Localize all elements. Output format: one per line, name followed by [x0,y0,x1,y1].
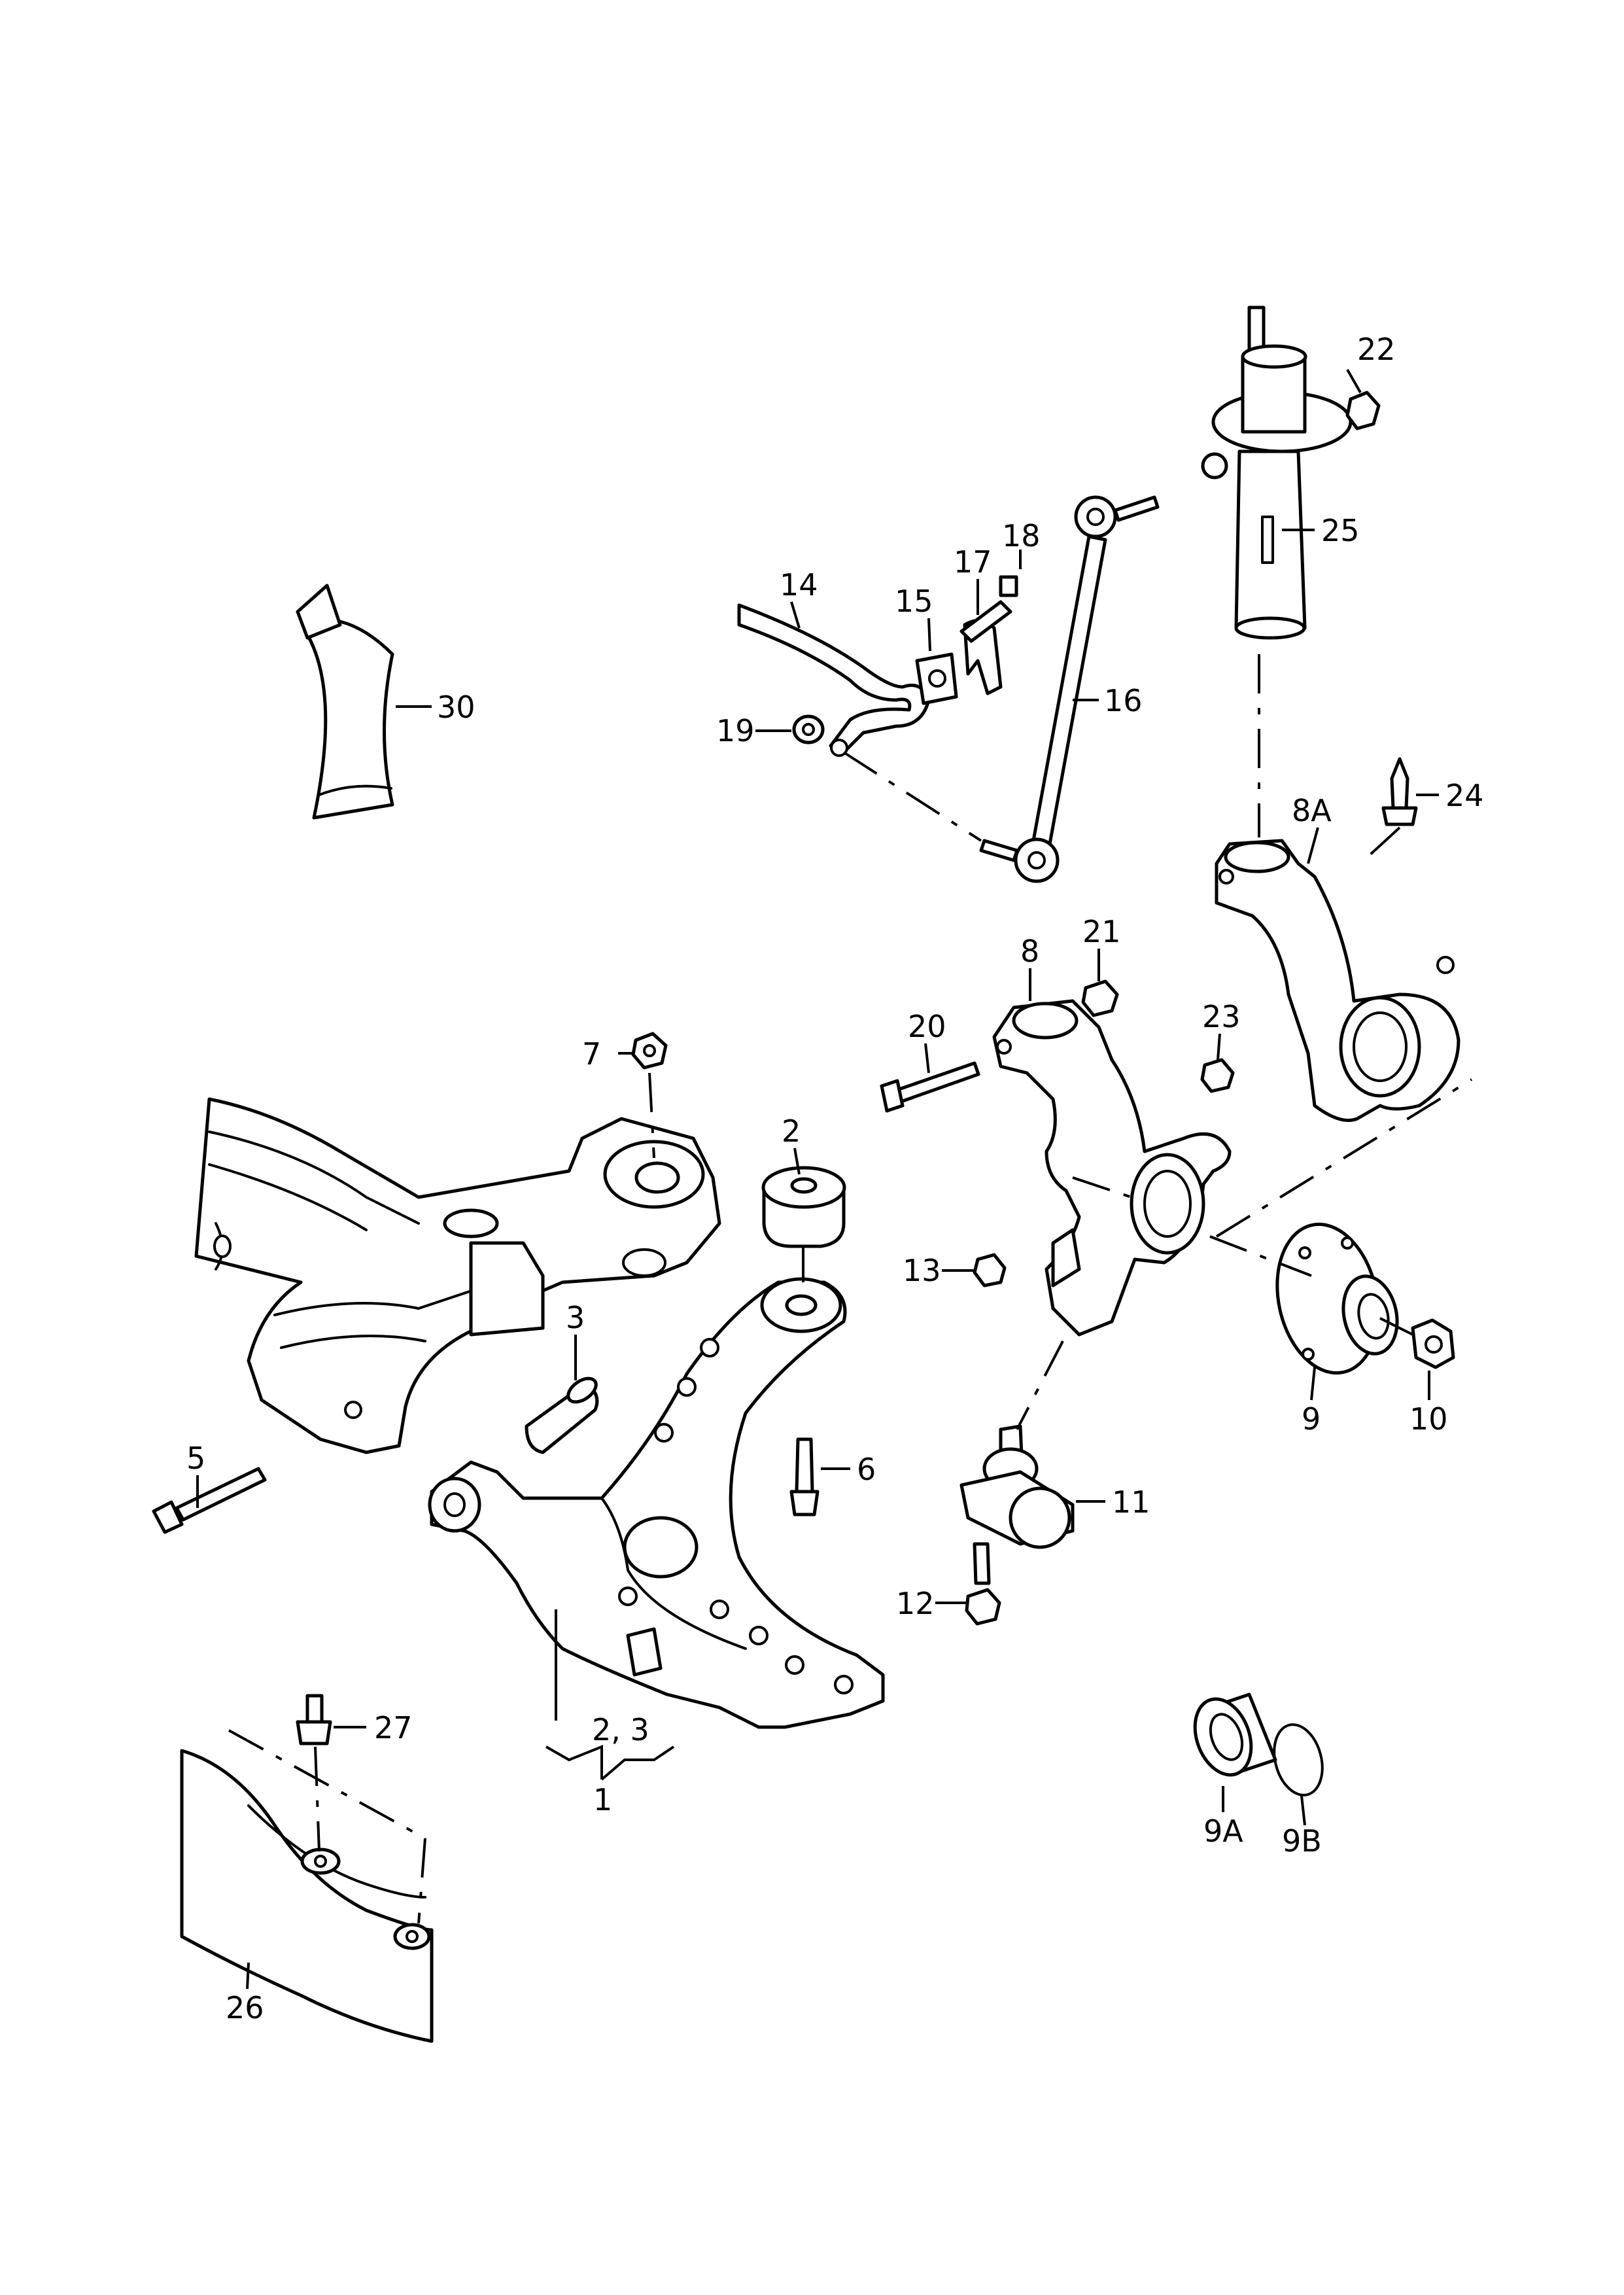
label-24: 24 [1445,778,1484,813]
grease-tube [296,584,394,820]
control-arm-bushing [761,1166,846,1248]
leader-lines [196,369,1439,1989]
label-12: 12 [896,1586,935,1621]
control-arm-bolt [789,1437,820,1516]
label-2-3: 2, 3 [592,1712,649,1747]
part-labels: 30 14 15 17 18 16 19 22 25 8A 24 8 21 20… [186,332,1484,2025]
label-30: 30 [437,690,475,725]
coupling-rod [979,495,1160,883]
clamp-bolt-nut [1081,979,1119,1017]
wheel-bearing-housing-alt [1215,839,1460,1122]
label-16: 16 [1104,683,1143,718]
label-20: 20 [908,1009,946,1044]
label-11: 11 [1112,1484,1150,1520]
circlip [1273,1723,1324,1796]
wheel-bearing-housing [992,999,1232,1337]
label-25: 25 [1321,513,1360,548]
wheel-hub [1275,1222,1399,1375]
wheel-bearing [1193,1692,1277,1777]
label-9: 9 [1302,1401,1321,1437]
housing-nut [1200,1058,1235,1093]
label-26: 26 [226,1990,264,2025]
shock-absorber [1201,306,1353,640]
stabilizer-bushing [915,652,958,705]
ball-joint-nut [973,1253,1007,1288]
label-3: 3 [566,1300,585,1335]
label-7: 7 [582,1036,601,1072]
label-22: 22 [1357,332,1396,367]
stabilizer-nut [792,714,825,745]
heat-shield-bolt [296,1694,332,1745]
label-2: 2 [782,1113,801,1149]
label-10: 10 [1409,1401,1448,1437]
subframe-nut [631,1032,668,1070]
label-8: 8 [1020,934,1039,969]
label-18: 18 [1002,518,1041,553]
ball-joint [959,1424,1075,1585]
label-9a: 9A [1203,1813,1243,1849]
label-19: 19 [716,713,755,748]
heat-shield [180,1749,434,2043]
label-13: 13 [903,1253,941,1288]
assembly-lines [228,654,1473,1924]
label-17: 17 [954,544,992,580]
stabilizer-bar [737,603,931,757]
subframe-bolt [152,1467,267,1534]
clamp-bolt [959,575,1018,643]
housing-clamp-bolt [880,1061,980,1113]
label-1: 1 [593,1782,612,1817]
label-27: 27 [374,1710,413,1745]
label-6: 6 [857,1452,876,1487]
hub-nut [1411,1318,1455,1369]
label-9b: 9B [1282,1823,1322,1859]
label-14: 14 [780,567,818,603]
label-23: 23 [1202,999,1241,1034]
housing-bolt [1381,757,1418,826]
control-arm-sleeve [525,1376,599,1454]
subframe [194,1097,721,1454]
label-15: 15 [895,584,933,619]
ball-joint-bolt-nut [965,1588,1001,1626]
label-21: 21 [1082,914,1121,949]
label-8a: 8A [1292,793,1332,828]
shock-top-nut [1345,391,1381,430]
label-5: 5 [186,1441,205,1476]
control-arm [428,1277,885,1729]
